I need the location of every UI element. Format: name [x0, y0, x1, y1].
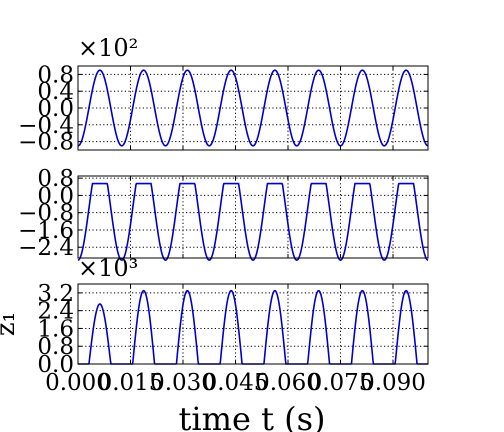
x-tick-label-6: 0.090 — [360, 370, 426, 396]
x-tick-label-1: 0.015 — [98, 370, 164, 396]
top-panel: −0.8−0.40.00.40.8 — [18, 62, 429, 156]
x-tick-label-2: 0.030 — [150, 370, 216, 396]
bottom-frame — [77, 283, 429, 365]
top-ytick-label-2: 0.0 — [37, 96, 74, 122]
x-tick-label-0: 0.000 — [45, 370, 111, 396]
bottom-ytick-label-0: 0.0 — [37, 352, 74, 378]
middle-frame — [77, 175, 429, 259]
bottom-ytick-label-1: 0.8 — [37, 334, 74, 360]
top-ytick-label-4: 0.8 — [37, 62, 74, 88]
x-axis-label: time t (s) — [179, 400, 326, 432]
top-ytick-label-3: 0.4 — [37, 79, 74, 105]
top-ytick-label-0: −0.8 — [18, 130, 74, 156]
middle-ytick-label-4: 0.8 — [37, 166, 74, 192]
x-tick-label-4: 0.060 — [255, 370, 321, 396]
top-exponent-label: ×10² — [78, 34, 138, 62]
middle-ytick-label-3: 0.0 — [37, 183, 74, 209]
middle-ytick-label-0: −2.4 — [18, 235, 74, 261]
x-tick-label-3: 0.045 — [203, 370, 269, 396]
top-frame — [77, 65, 429, 151]
middle-panel: −2.4−1.6−0.80.00.8 — [18, 166, 429, 261]
bottom-ylabel: z₁ — [0, 312, 21, 336]
bottom-panel: 0.00.81.62.43.2 — [37, 281, 429, 378]
bottom-ytick-label-3: 2.4 — [37, 299, 74, 325]
top-series-line-0 — [77, 69, 429, 147]
middle-series-line-0 — [77, 182, 429, 261]
bottom-exponent-label: ×10³ — [78, 254, 138, 282]
bottom-ytick-label-4: 3.2 — [37, 281, 74, 307]
middle-ytick-label-2: −0.8 — [18, 201, 74, 227]
x-tick-label-5: 0.075 — [308, 370, 374, 396]
panels: −0.8−0.40.00.40.8−2.4−1.6−0.80.00.80.00.… — [18, 62, 429, 396]
bottom-ytick-label-2: 1.6 — [37, 316, 74, 342]
top-ytick-label-1: −0.4 — [18, 113, 74, 139]
middle-ytick-label-1: −1.6 — [18, 218, 74, 244]
